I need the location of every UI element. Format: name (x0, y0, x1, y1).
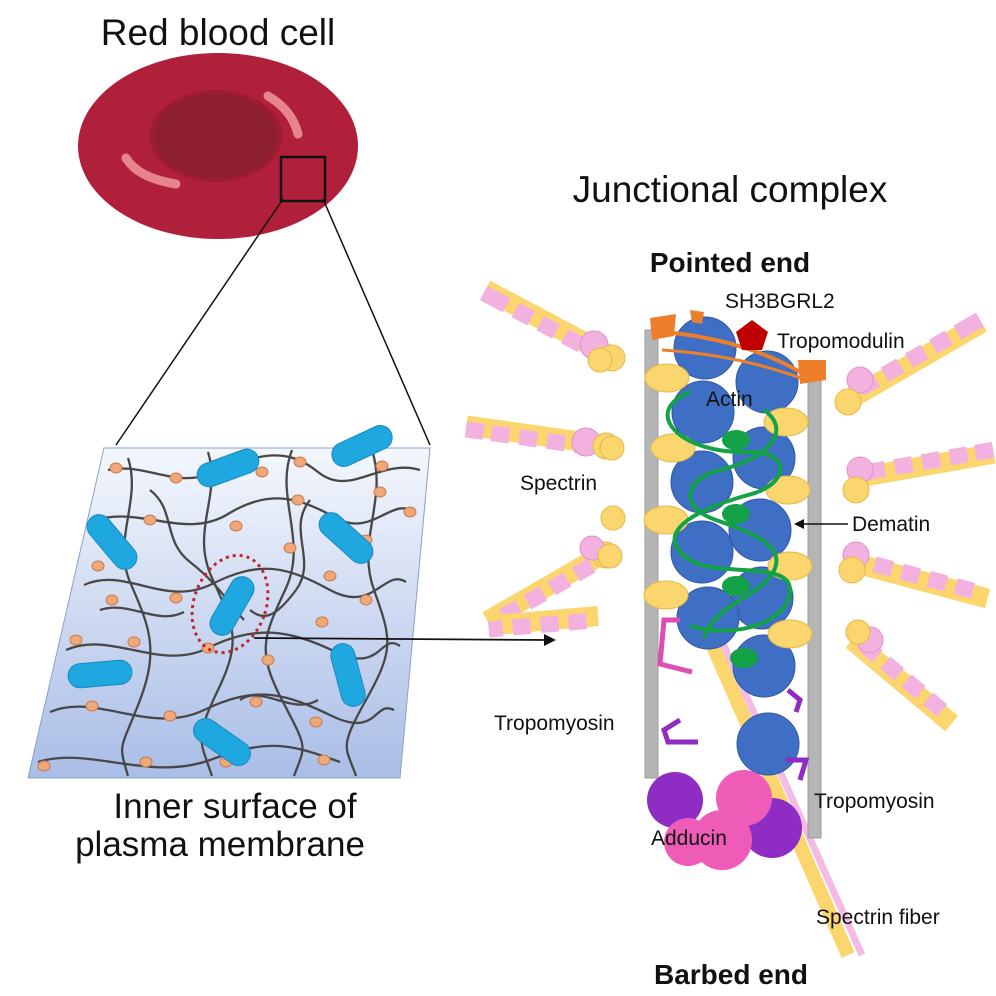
tropomyosin-label-left: Tropomyosin (494, 712, 615, 735)
rbc-highlight-right (263, 91, 303, 139)
dematin (665, 390, 793, 668)
membrane-label-line1: Inner surface of (113, 787, 356, 826)
spectrin-label: Spectrin (520, 472, 597, 495)
dematin-arrow-head (794, 519, 804, 529)
tropomyosin-rod-left (644, 329, 659, 779)
tropomyosin-brackets (657, 617, 810, 781)
membrane-label-line2: plasma membrane (75, 825, 365, 864)
zoom-arrow-head (544, 634, 556, 646)
spectrin-fibers (464, 280, 996, 958)
junctional-complex-nodes (67, 425, 393, 766)
junction-dots (37, 456, 417, 772)
tropomodulin (650, 310, 826, 384)
barbed-end-label: Barbed end (654, 959, 808, 990)
spectrin-fiber-label: Spectrin fiber (816, 906, 940, 929)
junctional-complex-model (464, 280, 996, 958)
zoom-line-left (115, 198, 284, 446)
plasma-membrane-panel (27, 425, 431, 779)
tropomyosin-rod-right (807, 369, 822, 839)
dematin-label: Dematin (852, 513, 930, 536)
zoom-box (279, 155, 327, 203)
tropomodulin-label: Tropomodulin (777, 330, 905, 353)
pointed-end-label: Pointed end (650, 247, 810, 278)
adducin (647, 770, 802, 870)
zoom-line-right (322, 198, 431, 446)
sh3bgrl2-pentagon (736, 320, 768, 350)
adducin-label: Adducin (651, 827, 727, 850)
junctional-complex-title: Junctional complex (573, 169, 888, 210)
actin-label: Actin (706, 388, 753, 411)
zoom-arrow (253, 637, 549, 641)
rbc-central-pallor (150, 90, 282, 182)
sh3bgrl2-label: SH3BGRL2 (725, 290, 835, 313)
rbc-highlight-left (121, 153, 181, 189)
tropomyosin-label-right: Tropomyosin (814, 790, 935, 813)
spectrin-fiber-diagonal (698, 625, 855, 958)
red-blood-cell (78, 53, 358, 239)
red-blood-cell-title: Red blood cell (101, 12, 335, 53)
highlighted-complex-outline (190, 553, 270, 655)
